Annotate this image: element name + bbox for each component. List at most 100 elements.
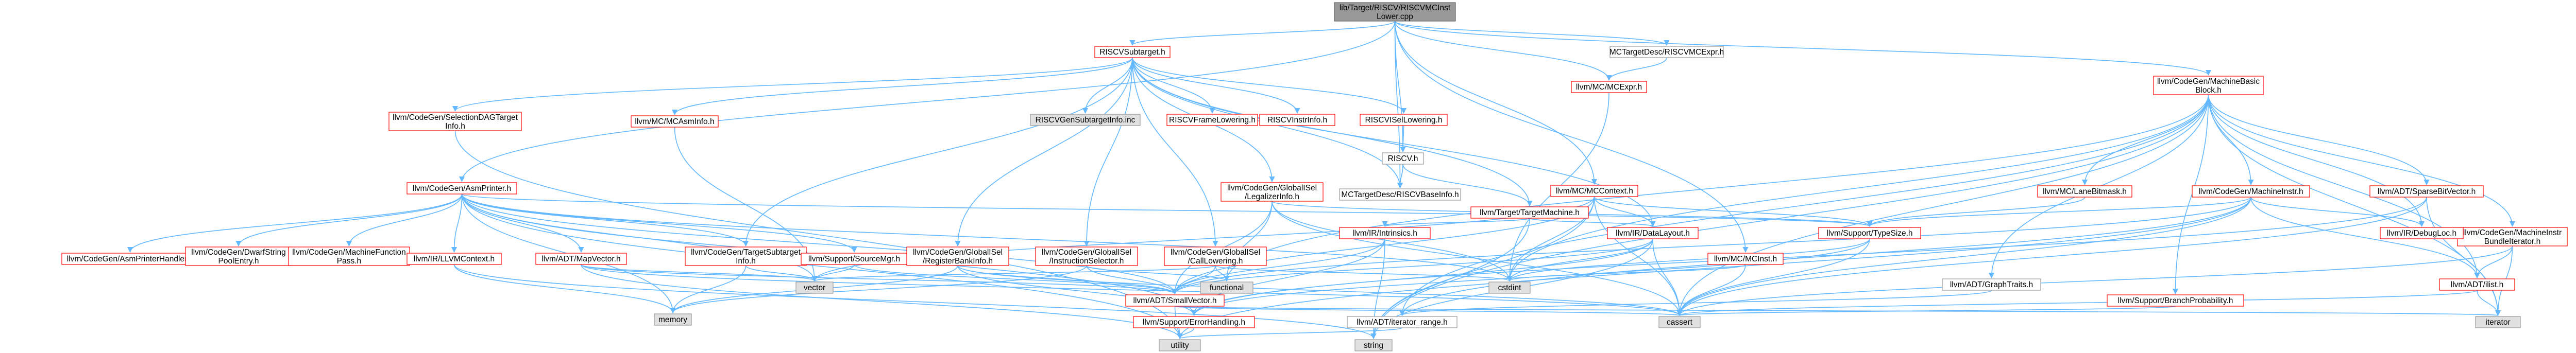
node-mctgtexpr[interactable]: MCTargetDesc/RISCVMCExpr.h bbox=[1609, 46, 1724, 58]
node-branchprob[interactable]: llvm/Support/BranchProbability.h bbox=[2107, 294, 2244, 307]
node-box[interactable] bbox=[2439, 278, 2515, 291]
edge-intrinsics-to-smallvector bbox=[1172, 238, 1385, 295]
node-minstr[interactable]: llvm/CodeGen/MachineInstr.h bbox=[2192, 185, 2310, 198]
node-box[interactable] bbox=[2457, 227, 2568, 246]
node-intrinsics[interactable]: llvm/IR/Intrinsics.h bbox=[1339, 227, 1431, 239]
node-box[interactable] bbox=[2192, 185, 2310, 198]
node-box[interactable] bbox=[1360, 114, 1448, 126]
node-box[interactable] bbox=[1166, 114, 1258, 126]
node-box[interactable] bbox=[654, 313, 692, 326]
node-typesize[interactable]: llvm/Support/TypeSize.h bbox=[1818, 227, 1921, 239]
node-box[interactable] bbox=[1035, 246, 1138, 266]
node-rvframe[interactable]: RISCVFrameLowering.h bbox=[1166, 114, 1258, 126]
node-riscvh[interactable]: RISCV.h bbox=[1382, 152, 1424, 165]
node-string[interactable]: string bbox=[1354, 339, 1393, 351]
node-box[interactable] bbox=[2153, 76, 2264, 95]
node-asmp[interactable]: llvm/CodeGen/AsmPrinter.h bbox=[406, 182, 517, 195]
node-box[interactable] bbox=[631, 115, 719, 128]
node-iterrange[interactable]: llvm/ADT/iterator_range.h bbox=[1347, 316, 1458, 328]
node-graphtraits[interactable]: llvm/ADT/GraphTraits.h bbox=[1942, 278, 2041, 291]
node-box[interactable] bbox=[535, 253, 627, 265]
node-llvmctx[interactable]: llvm/IR/LLVMContext.h bbox=[406, 253, 502, 265]
node-debugloc[interactable]: llvm/IR/DebugLoc.h bbox=[2380, 227, 2464, 239]
node-box[interactable] bbox=[2107, 294, 2244, 307]
node-cassert[interactable]: cassert bbox=[1658, 316, 1701, 328]
node-box[interactable] bbox=[795, 281, 834, 294]
node-box[interactable] bbox=[1259, 114, 1335, 126]
node-box[interactable] bbox=[1339, 227, 1431, 239]
node-functional[interactable]: functional bbox=[1200, 281, 1253, 294]
node-rvinstr[interactable]: RISCVInstrInfo.h bbox=[1259, 114, 1335, 126]
node-mcasmi[interactable]: llvm/MC/MCAsmInfo.h bbox=[631, 115, 719, 128]
node-box[interactable] bbox=[406, 182, 517, 195]
node-giselinstsel[interactable]: llvm/CodeGen/GlobalISel/InstructionSelec… bbox=[1035, 246, 1138, 266]
node-box[interactable] bbox=[1125, 294, 1225, 307]
node-box[interactable] bbox=[2369, 185, 2484, 198]
node-box[interactable] bbox=[1607, 227, 1699, 239]
edge-mbb-to-sparsebv bbox=[2208, 94, 2430, 186]
node-box[interactable] bbox=[1571, 81, 1647, 93]
node-giselregbank[interactable]: llvm/CodeGen/GlobalISel/RegisterBankInfo… bbox=[906, 246, 1009, 266]
node-box[interactable] bbox=[1164, 246, 1267, 266]
edge-ilist-to-iterator bbox=[2477, 290, 2501, 316]
node-utility[interactable]: utility bbox=[1159, 339, 1201, 351]
node-box[interactable] bbox=[906, 246, 1009, 266]
node-mcinst[interactable]: llvm/MC/MCInst.h bbox=[1707, 253, 1784, 265]
node-rvbaseinfo[interactable]: MCTargetDesc/RISCVBaseInfo.h bbox=[1339, 188, 1461, 201]
node-mclanebit[interactable]: llvm/MC/LaneBitmask.h bbox=[2037, 185, 2132, 198]
node-asmhandler[interactable]: llvm/CodeGen/AsmPrinterHandler.h bbox=[61, 253, 199, 265]
node-box[interactable] bbox=[2380, 227, 2464, 239]
node-rvisel[interactable]: RISCVISelLowering.h bbox=[1360, 114, 1448, 126]
node-cstdint[interactable]: cstdint bbox=[1488, 281, 1531, 294]
node-iterator[interactable]: iterator bbox=[2475, 316, 2521, 328]
node-box[interactable] bbox=[1354, 339, 1393, 351]
node-box[interactable] bbox=[1658, 316, 1701, 328]
node-box[interactable] bbox=[185, 246, 292, 266]
node-rvgenst[interactable]: RISCVGenSubtargetInfo.inc bbox=[1030, 114, 1141, 126]
node-mcmcexpr[interactable]: llvm/MC/MCExpr.h bbox=[1571, 81, 1647, 93]
node-box[interactable] bbox=[1382, 152, 1424, 165]
node-box[interactable] bbox=[1818, 227, 1921, 239]
node-errhandling[interactable]: llvm/Support/ErrorHandling.h bbox=[1133, 316, 1255, 328]
node-memory[interactable]: memory bbox=[654, 313, 692, 326]
node-rvsub[interactable]: RISCVSubtarget.h bbox=[1094, 46, 1171, 58]
node-box[interactable] bbox=[1133, 316, 1255, 328]
node-box[interactable] bbox=[2475, 316, 2521, 328]
node-box[interactable] bbox=[406, 253, 502, 265]
node-box[interactable] bbox=[1200, 281, 1253, 294]
node-box[interactable] bbox=[1707, 253, 1784, 265]
node-box[interactable] bbox=[1159, 339, 1201, 351]
node-tgtmachine[interactable]: llvm/Target/TargetMachine.h bbox=[1470, 206, 1589, 219]
node-giselcall[interactable]: llvm/CodeGen/GlobalISel/CallLowering.h bbox=[1164, 246, 1267, 266]
edge-root-to-mcinst bbox=[1394, 21, 1749, 253]
node-vector[interactable]: vector bbox=[795, 281, 834, 294]
node-box[interactable] bbox=[1094, 46, 1171, 58]
node-smallvector[interactable]: llvm/ADT/SmallVector.h bbox=[1125, 294, 1225, 307]
node-box[interactable] bbox=[1030, 114, 1141, 126]
node-box[interactable] bbox=[1550, 185, 1638, 197]
node-box[interactable] bbox=[1609, 46, 1724, 58]
node-mccontext[interactable]: llvm/MC/MCContext.h bbox=[1550, 185, 1638, 197]
node-box[interactable] bbox=[2037, 185, 2132, 198]
node-ilist[interactable]: llvm/ADT/ilist.h bbox=[2439, 278, 2515, 291]
node-gisellegal[interactable]: llvm/CodeGen/GlobalISel/LegalizerInfo.h bbox=[1221, 182, 1324, 202]
node-box[interactable] bbox=[1942, 278, 2041, 291]
node-box[interactable] bbox=[1334, 2, 1456, 22]
node-box[interactable] bbox=[1347, 316, 1458, 328]
node-mapvector[interactable]: llvm/ADT/MapVector.h bbox=[535, 253, 627, 265]
node-sparsebv[interactable]: llvm/ADT/SparseBitVector.h bbox=[2369, 185, 2484, 198]
node-datalayout[interactable]: llvm/IR/DataLayout.h bbox=[1607, 227, 1699, 239]
node-box[interactable] bbox=[388, 112, 522, 131]
node-box[interactable] bbox=[1221, 182, 1324, 202]
node-sourcemgr[interactable]: llvm/Support/SourceMgr.h bbox=[801, 253, 908, 265]
node-box[interactable] bbox=[1470, 206, 1589, 219]
node-box[interactable] bbox=[1339, 188, 1461, 201]
node-box[interactable] bbox=[1488, 281, 1531, 294]
